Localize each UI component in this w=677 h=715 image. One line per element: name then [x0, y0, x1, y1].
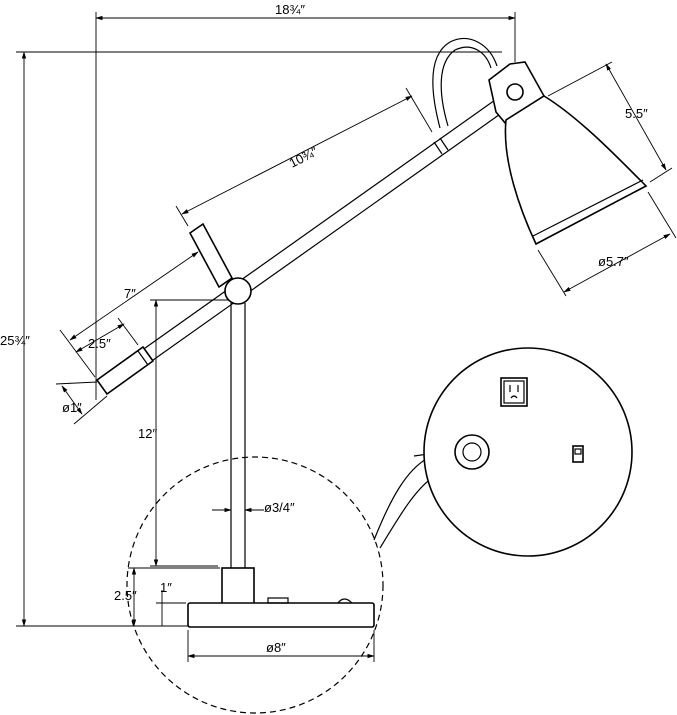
base-top-view — [423, 347, 633, 557]
overall-height-label: 25¾″ — [0, 333, 30, 348]
rear-arm-label: 7″ — [124, 286, 136, 301]
overall-width-dimension: 18¾″ — [95, 2, 516, 400]
base-height-dimension: 2.5″ 1″ — [114, 567, 220, 627]
switch-icon — [572, 445, 584, 463]
pole-height-dimension: 12″ — [138, 299, 228, 567]
base-top-view-callout — [373, 347, 633, 557]
overall-height-dimension: 25¾″ — [0, 51, 502, 627]
overall-width-label: 18¾″ — [275, 2, 305, 17]
base-diameter-label: ø8″ — [266, 640, 286, 655]
power-cord — [432, 37, 498, 129]
upper-arm-label: 10¾″ — [287, 144, 321, 171]
pivot-joint — [224, 277, 252, 305]
pole-diameter-label: ø3/4″ — [264, 500, 295, 515]
shade-length-label: 5.5″ — [625, 106, 648, 121]
detail-circle — [126, 456, 384, 714]
counterweight — [95, 345, 155, 396]
base-height-label: 2.5″ — [114, 588, 137, 603]
pivot-bracket — [188, 222, 234, 289]
head-pivot — [506, 83, 524, 101]
lamp-arm — [95, 87, 521, 396]
shade-diameter-label: ø5.7″ — [598, 254, 629, 269]
lamp-base — [126, 456, 384, 714]
shade-diameter-dimension: ø5.7″ — [537, 191, 677, 297]
shade-length-dimension: 5.5″ — [547, 61, 673, 183]
counterweight-diameter-dimension: ø1″ — [55, 381, 108, 425]
outlet-icon — [500, 377, 528, 407]
lamp-shade — [488, 61, 648, 246]
base-diameter-dimension: ø8″ — [187, 630, 375, 662]
counterweight-length-label: 2.5″ — [88, 336, 111, 351]
pole-diameter-dimension: ø3/4″ — [212, 500, 295, 515]
base-plate-label: 1″ — [160, 580, 172, 595]
counterweight-dimension: 2.5″ — [75, 317, 139, 353]
usb-port-icon — [454, 434, 490, 470]
pole-height-label: 12″ — [138, 426, 157, 441]
lamp-pole — [230, 303, 246, 568]
counterweight-diameter-label: ø1″ — [62, 400, 82, 415]
upper-arm-dimension: 10¾″ — [175, 87, 433, 227]
